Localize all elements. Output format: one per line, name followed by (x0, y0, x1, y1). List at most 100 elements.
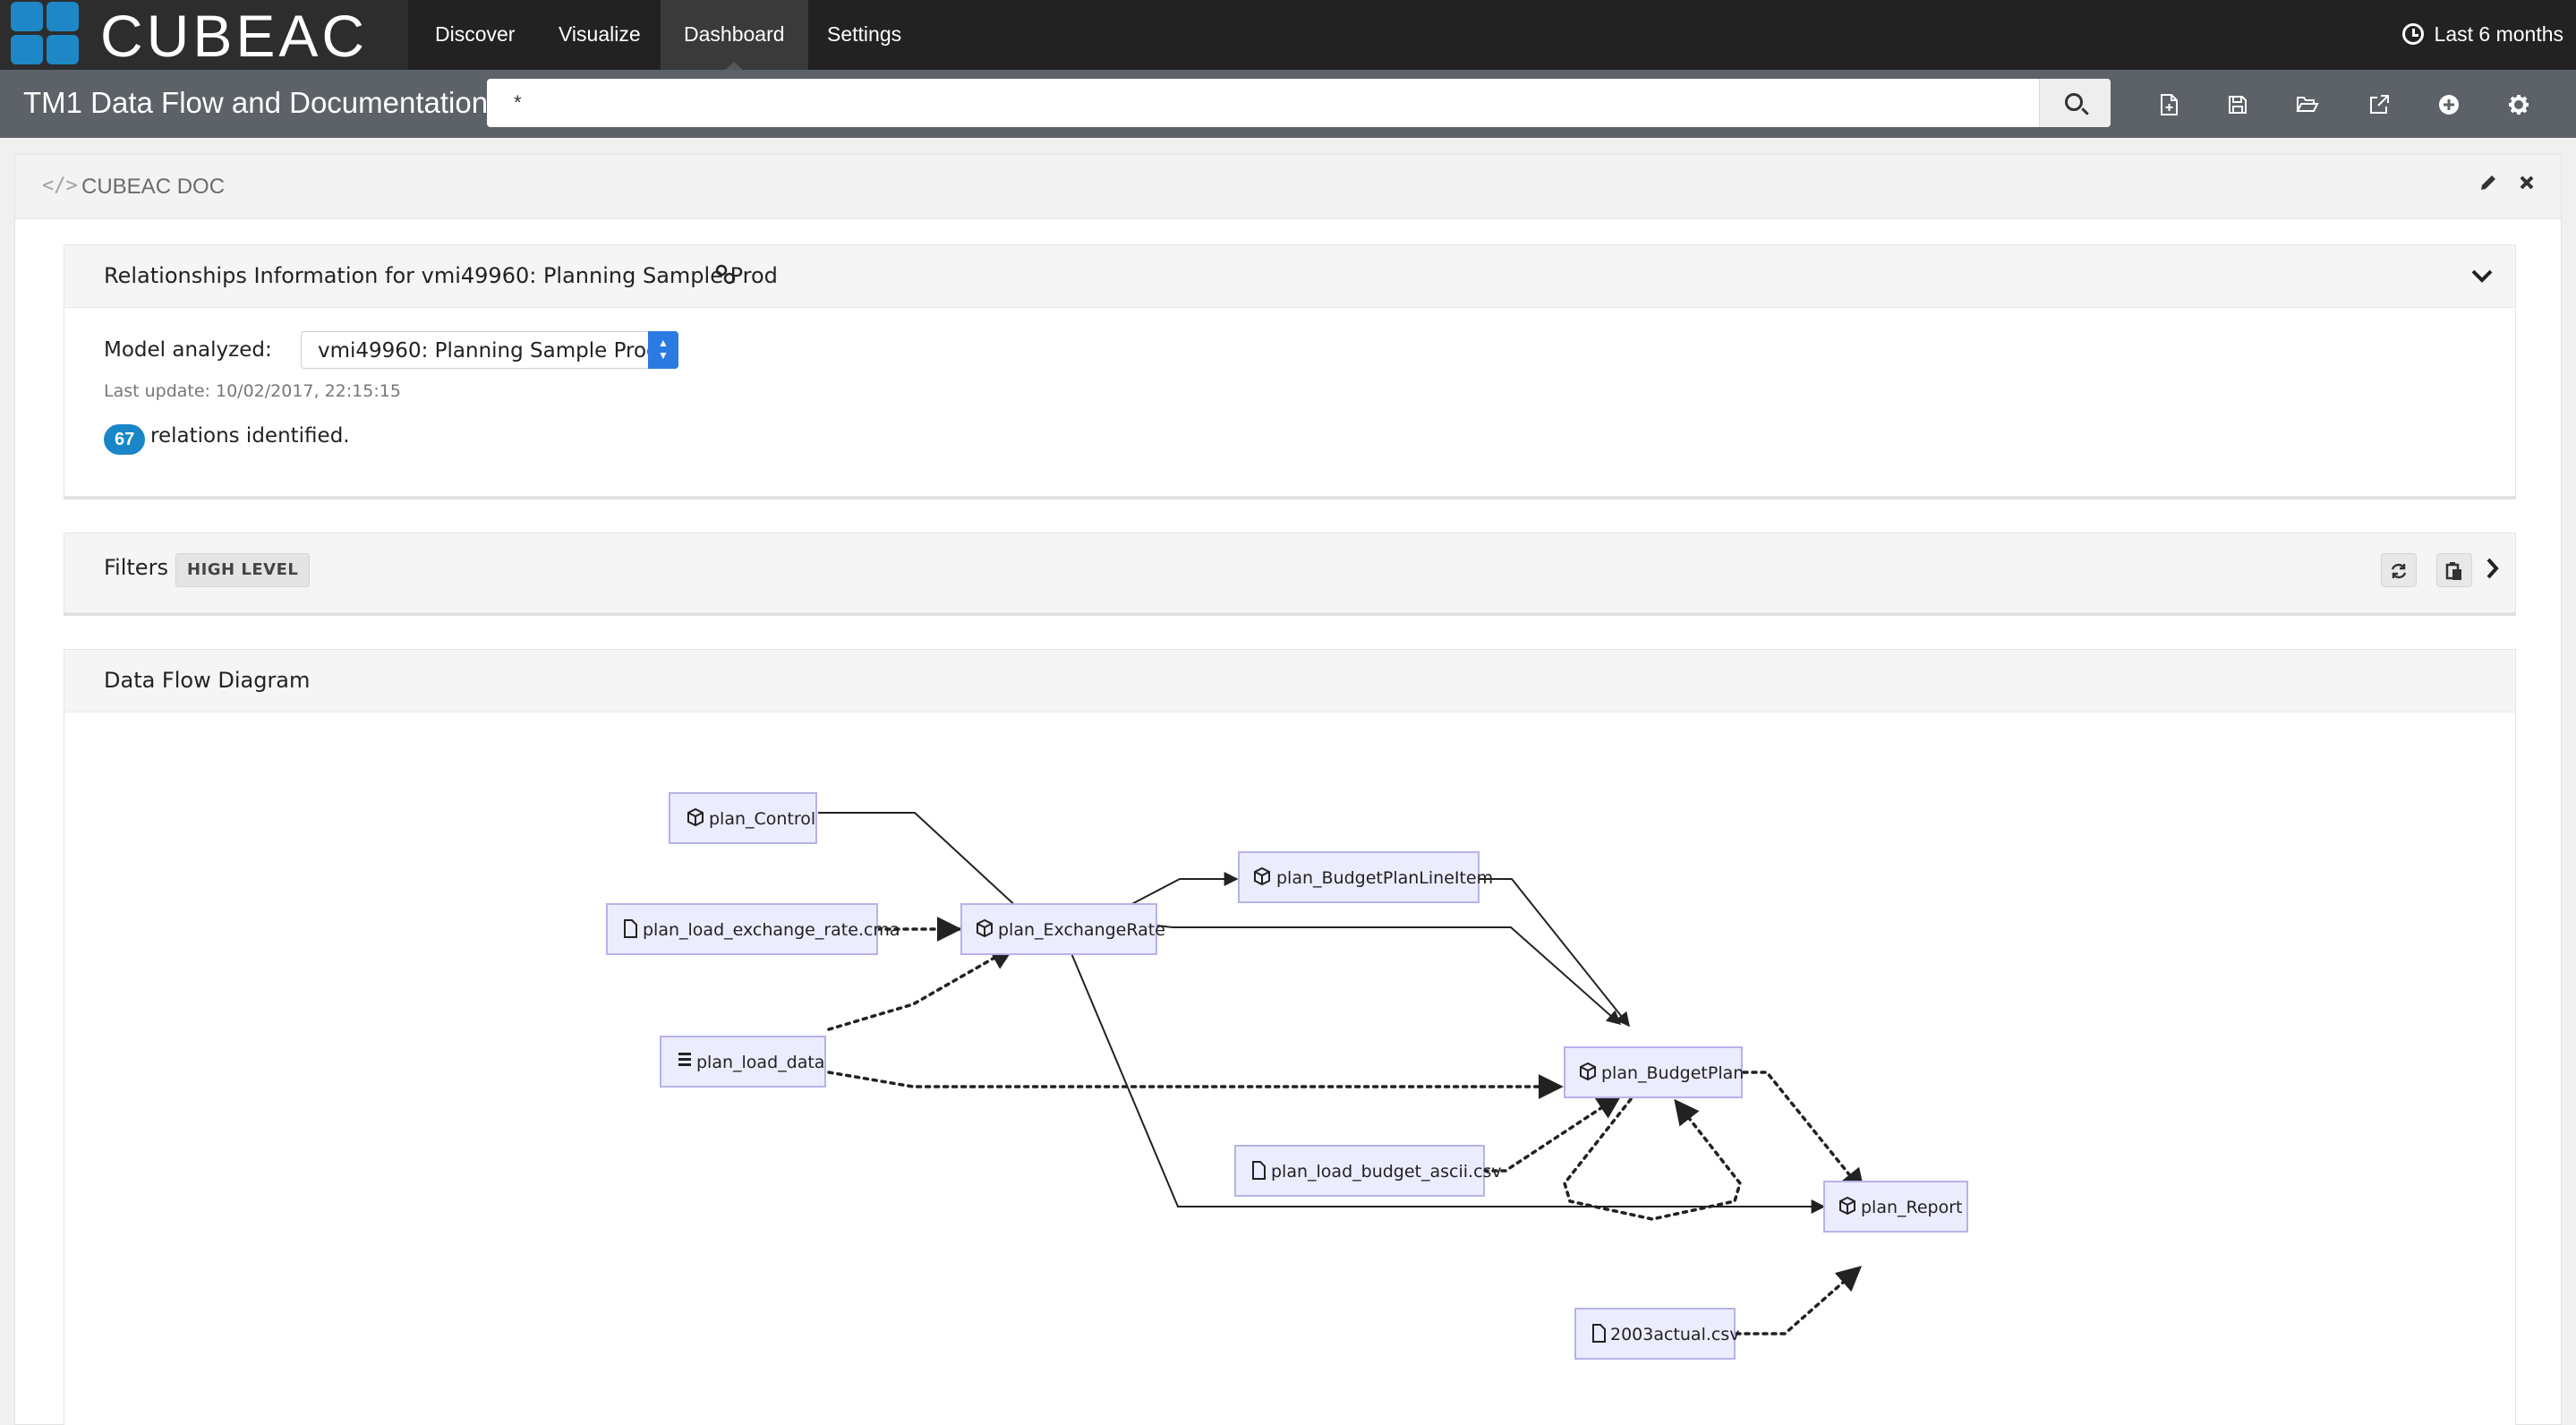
open-dashboard-button[interactable] (2290, 86, 2325, 122)
cube-icon (977, 918, 993, 938)
edge-actual-report (1735, 1266, 1863, 1335)
node-label: plan_load_data (696, 1053, 824, 1072)
edge-exchangerate-report (1068, 946, 1826, 1214)
edge-budgetplan-selfloop (1563, 1097, 1742, 1221)
external-link-icon (2370, 94, 2389, 114)
edge-budgetplan-report (1742, 1071, 1865, 1195)
new-dashboard-button[interactable] (2152, 86, 2188, 122)
pencil-icon (2481, 175, 2495, 190)
node-plan-budgetplan[interactable]: plan_BudgetPlan (1564, 1046, 1744, 1098)
query-bar: TM1 Data Flow and Documentation (0, 70, 2576, 138)
filters-card: Filters HIGH LEVEL (64, 533, 2516, 613)
top-navbar: CUBEAC Discover Visualize Dashboard Sett… (0, 0, 2576, 70)
refresh-icon (2391, 563, 2407, 578)
relationships-card-header[interactable]: Relationships Information for vmi49960: … (64, 245, 2515, 308)
nav-discover[interactable]: Discover (435, 22, 516, 46)
node-label: 2003actual.csv (1610, 1325, 1740, 1344)
refresh-filters-button[interactable] (2381, 553, 2417, 587)
filters-title: Filters (104, 555, 168, 580)
node-plan-budgetplanlineitem[interactable]: plan_BudgetPlanLineItem (1238, 851, 1493, 903)
nav-dashboard-label: Dashboard (684, 22, 785, 46)
data-flow-card-header: Data Flow Diagram (64, 650, 2515, 712)
chevron-down-icon[interactable] (2470, 269, 2494, 285)
node-label: plan_ExchangeRate (998, 920, 1165, 940)
edge-ascii-budgetplan (1482, 1094, 1623, 1173)
page-title: TM1 Data Flow and Documentation (23, 86, 489, 119)
filters-card-header: Filters HIGH LEVEL (64, 533, 2515, 612)
node-plan-control[interactable]: plan_Control (669, 792, 817, 844)
add-panel-button[interactable] (2431, 86, 2467, 122)
node-plan-load-data[interactable]: plan_load_data (660, 1036, 826, 1088)
node-plan-report[interactable]: plan_Report (1823, 1181, 1968, 1233)
node-plan-load-exchange-rate-cma[interactable]: plan_load_exchange_rate.cma (606, 903, 900, 955)
link-icon (715, 264, 736, 285)
close-panel-button[interactable] (2518, 173, 2536, 199)
cube-icon (1254, 866, 1270, 886)
brand[interactable]: CUBEAC (0, 0, 408, 70)
time-range-label: Last 6 months (2434, 22, 2563, 46)
relations-count-badge: 67 (104, 424, 146, 455)
nav-visualize[interactable]: Visualize (559, 22, 641, 46)
data-flow-card: Data Flow Diagram (64, 649, 2516, 1425)
node-plan-exchangerate[interactable]: plan_ExchangeRate (960, 903, 1165, 955)
save-dashboard-button[interactable] (2220, 86, 2256, 122)
brand-name: CUBEAC (100, 3, 369, 69)
clock-icon (2401, 23, 2424, 45)
node-label: plan_load_budget_ascii.csv (1271, 1162, 1502, 1182)
last-update: Last update: 10/02/2017, 22:15:15 (104, 381, 401, 401)
code-icon: </> (42, 175, 78, 197)
filter-level-badge[interactable]: HIGH LEVEL (175, 553, 311, 587)
cube-icon (1580, 1062, 1596, 1081)
data-flow-title: Data Flow Diagram (104, 668, 311, 693)
nav-dashboard[interactable]: Dashboard (661, 0, 808, 70)
panel-header: </> CUBEAC DOC (15, 155, 2561, 219)
active-caret-icon (725, 62, 744, 70)
node-label: plan_Control (709, 809, 815, 829)
edit-panel-button[interactable] (2478, 173, 2498, 199)
edge-control-exchangerate (818, 812, 1033, 922)
edge-loaddata-budgetplan (827, 1071, 1564, 1099)
share-dashboard-button[interactable] (2361, 86, 2397, 122)
chevron-right-icon[interactable] (2485, 557, 2501, 582)
clipboard-icon (2445, 561, 2461, 580)
cube-icon (687, 807, 704, 827)
search-button[interactable] (2039, 79, 2111, 127)
node-label: plan_load_exchange_rate.cma (643, 920, 900, 940)
data-flow-diagram: plan_Control plan_load_exchange_rate.cma… (606, 792, 1968, 1360)
relations-count-text: relations identified. (150, 424, 350, 448)
node-label: plan_Report (1861, 1198, 1963, 1217)
folder-open-icon (2296, 96, 2319, 112)
cubeac-logo-icon (11, 2, 81, 66)
close-icon (2520, 175, 2534, 190)
edge-lineitem-budgetplan (1470, 878, 1630, 1028)
cube-icon (1839, 1196, 1855, 1216)
paste-filters-button[interactable] (2436, 553, 2472, 587)
options-button[interactable] (2501, 86, 2537, 122)
time-range-picker[interactable]: Last 6 months (2401, 0, 2563, 70)
search-input[interactable] (487, 79, 2041, 127)
model-select[interactable]: vmi49960: Planning Sample Prod ▲▼ (301, 331, 678, 369)
relationships-card: Relationships Information for vmi49960: … (64, 244, 2516, 497)
gear-icon (2509, 94, 2529, 115)
select-arrows-icon: ▲▼ (648, 331, 678, 369)
node-plan-load-budget-ascii-csv[interactable]: plan_load_budget_ascii.csv (1234, 1145, 1502, 1197)
database-icon (678, 1053, 691, 1066)
search-box (487, 79, 2111, 127)
panel-title: CUBEAC DOC (81, 175, 226, 199)
node-2003actual-csv[interactable]: 2003actual.csv (1574, 1308, 1740, 1360)
save-icon (2229, 95, 2247, 114)
edge-exchangerate-budgetplan (1156, 925, 1622, 1026)
search-icon (2065, 93, 2083, 111)
model-select-value: vmi49960: Planning Sample Prod (318, 339, 660, 363)
edge-loaddata-exchangerate (827, 945, 1016, 1031)
node-label: plan_BudgetPlan (1601, 1063, 1744, 1083)
file-icon (1252, 1161, 1266, 1180)
nav-settings[interactable]: Settings (827, 22, 902, 46)
file-icon (1592, 1324, 1606, 1343)
model-analyzed-label: Model analyzed: (104, 338, 272, 362)
file-icon (624, 919, 637, 938)
node-label: plan_BudgetPlanLineItem (1276, 868, 1493, 888)
relationships-title: Relationships Information for vmi49960: … (104, 263, 778, 288)
new-file-icon (2161, 93, 2178, 115)
plus-circle-icon (2439, 94, 2459, 115)
